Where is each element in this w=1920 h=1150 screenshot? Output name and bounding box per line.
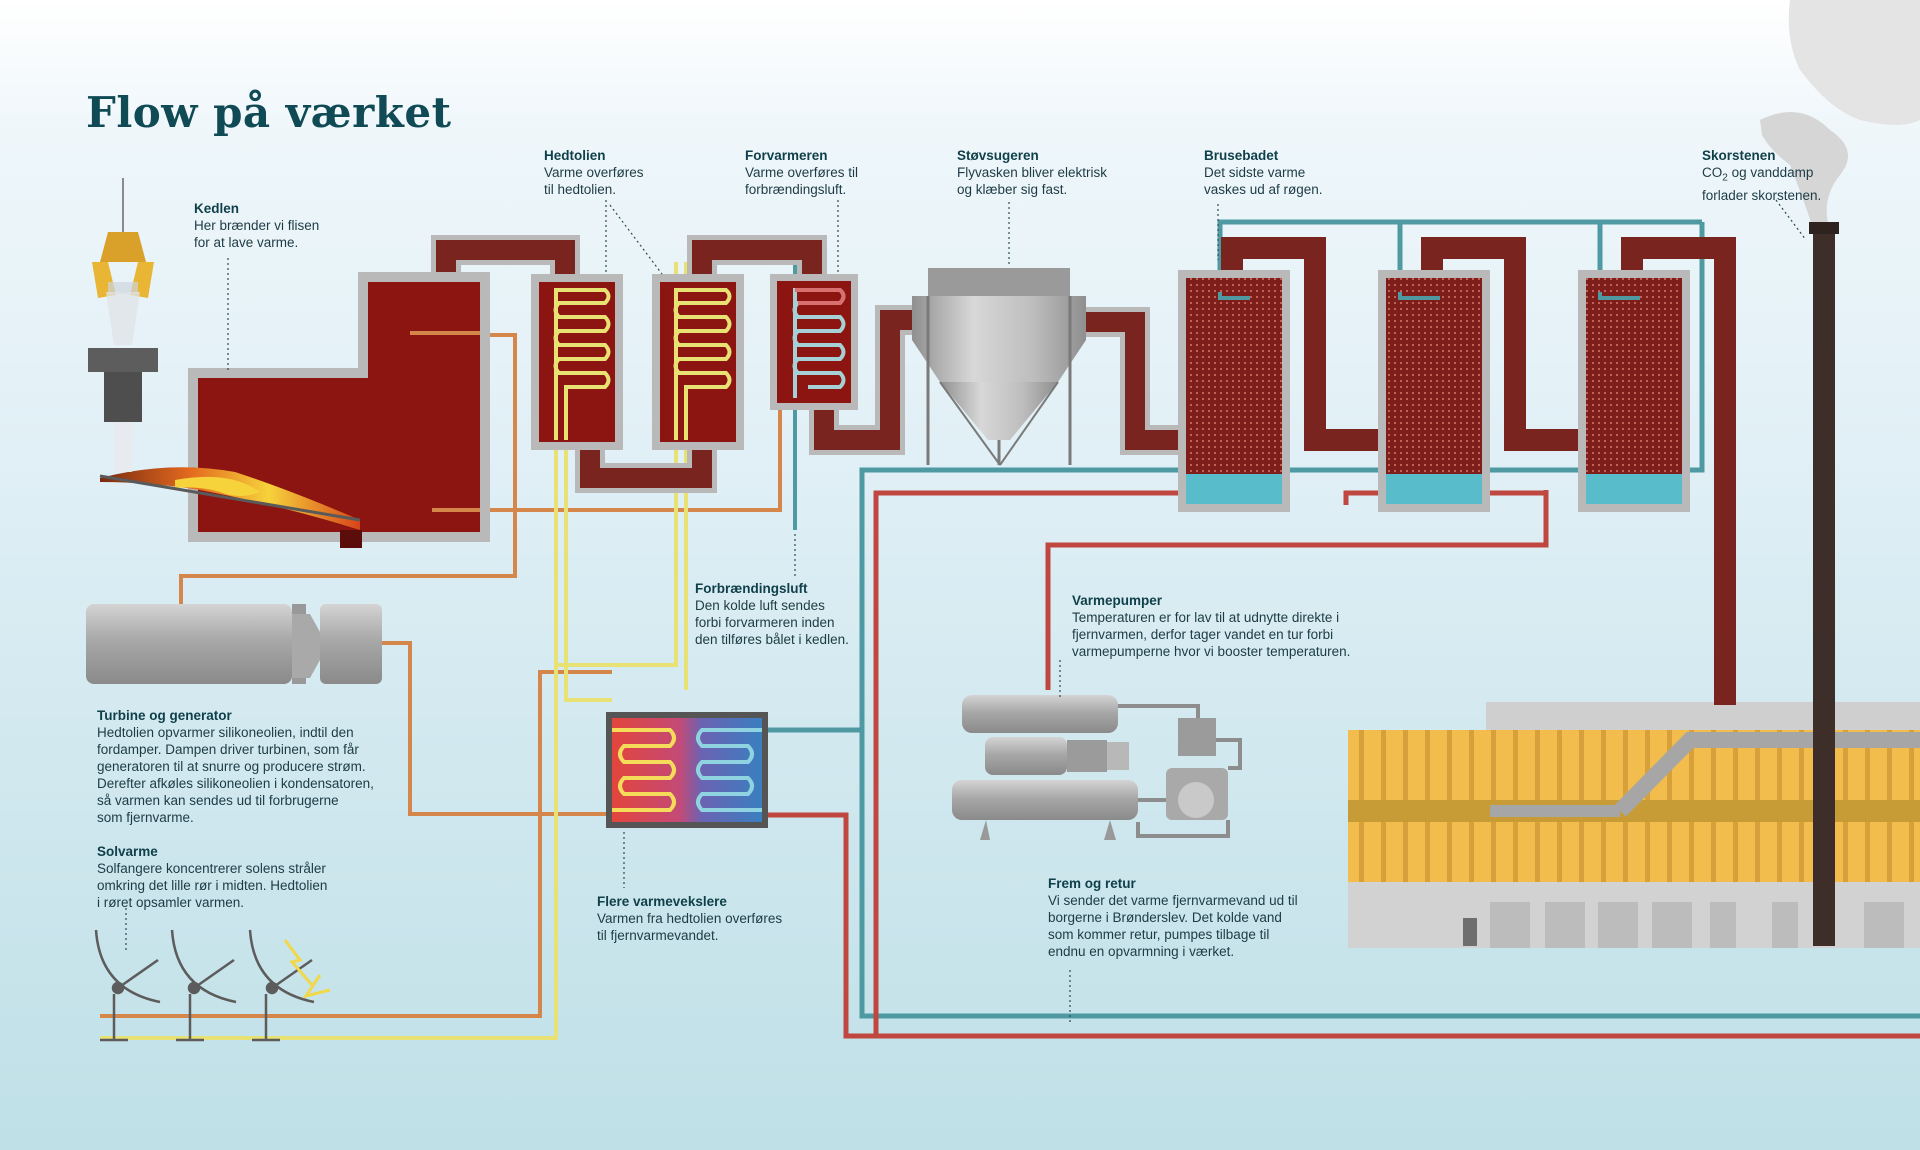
flue-gas-duct xyxy=(431,235,1736,705)
thermal-oil-heater-2 xyxy=(652,274,744,450)
turbine-generator xyxy=(86,604,382,684)
label-body: Temperaturen er for lav til at udnytte d… xyxy=(1072,610,1351,659)
label-heading: Turbine og generator xyxy=(97,708,232,723)
label-brusebadet: Brusebadet Det sidste varme vaskes ud af… xyxy=(1204,147,1323,198)
label-heading: Solvarme xyxy=(97,844,158,859)
air-preheater xyxy=(770,274,858,410)
heat-pump-icon xyxy=(952,695,1242,840)
subscript-2: 2 xyxy=(1722,172,1728,184)
label-body: CO2 og vanddamp forlader skorstenen. xyxy=(1702,164,1821,204)
label-heading: Støvsugeren xyxy=(957,148,1039,163)
district-heating-pipes xyxy=(766,219,1920,1039)
label-body: Hedtolien opvarmer silikoneolien, indtil… xyxy=(97,725,374,825)
electrostatic-filter xyxy=(912,268,1086,466)
label-body: Her brænder vi flisen for at lave varme. xyxy=(194,218,320,250)
label-heading: Varmepumper xyxy=(1072,593,1163,608)
scrubber-3 xyxy=(1578,270,1690,512)
label-body: Varmen fra hedtolien overføres til fjern… xyxy=(597,911,783,943)
label-turbine: Turbine og generator Hedtolien opvarmer … xyxy=(97,707,374,826)
chimney xyxy=(1809,222,1839,946)
label-body: Varme overføres til forbrændingsluft. xyxy=(745,165,859,197)
label-heading: Skorstenen xyxy=(1702,148,1776,163)
solar-dish-icon xyxy=(94,929,315,1042)
label-forbraendingsluft: Forbrændingsluft Den kolde luft sendes f… xyxy=(695,580,849,648)
label-forvarmeren: Forvarmeren Varme overføres til forbrænd… xyxy=(745,147,858,198)
label-body: Flyvasken bliver elektrisk og klæber sig… xyxy=(957,165,1108,197)
label-body: Det sidste varme vaskes ud af røgen. xyxy=(1204,165,1323,197)
label-body: Den kolde luft sendes forbi forvarmeren … xyxy=(695,598,849,647)
co-text: CO xyxy=(1702,165,1723,180)
label-heading: Flere varmevekslere xyxy=(597,894,727,909)
label-heading: Forvarmeren xyxy=(745,148,828,163)
smoke-icon xyxy=(1760,0,1920,230)
scrubber-2 xyxy=(1378,270,1490,512)
grab-crane-icon xyxy=(88,178,158,472)
label-solvarme: Solvarme Solfangere koncentrerer solens … xyxy=(97,843,327,911)
sun-rays-icon xyxy=(283,939,331,999)
label-heading: Brusebadet xyxy=(1204,148,1279,163)
label-heading: Frem og retur xyxy=(1048,876,1136,891)
label-heading: Forbrændingsluft xyxy=(695,581,808,596)
label-kedlen: Kedlen Her brænder vi flisen for at lave… xyxy=(194,200,319,251)
scrubber-1 xyxy=(1178,270,1290,512)
district-heat-exchanger xyxy=(606,712,768,828)
label-skorstenen: Skorstenen CO2 og vanddamp forlader skor… xyxy=(1702,147,1821,204)
page-title: Flow på værket xyxy=(86,88,452,137)
body-rest: og vanddamp forlader skorstenen. xyxy=(1702,165,1822,203)
thermal-oil-heater-1 xyxy=(531,274,623,450)
label-frem-og-retur: Frem og retur Vi sender det varme fjernv… xyxy=(1048,875,1298,960)
label-varmevekslere: Flere varmevekslere Varmen fra hedtolien… xyxy=(597,893,782,944)
label-heading: Kedlen xyxy=(194,201,240,216)
leader-lines xyxy=(125,199,1807,1022)
boiler xyxy=(99,272,490,548)
label-body: Vi sender det varme fjernvarmevand ud ti… xyxy=(1048,893,1298,959)
label-heading: Hedtolien xyxy=(544,148,606,163)
label-varmepumper: Varmepumper Temperaturen er for lav til … xyxy=(1072,592,1350,660)
label-stovsugeren: Støvsugeren Flyvasken bliver elektrisk o… xyxy=(957,147,1107,198)
label-hedtolien: Hedtolien Varme overføres til hedtolien. xyxy=(544,147,644,198)
label-body: Solfangere koncentrerer solens stråler o… xyxy=(97,861,328,910)
label-body: Varme overføres til hedtolien. xyxy=(544,165,644,197)
